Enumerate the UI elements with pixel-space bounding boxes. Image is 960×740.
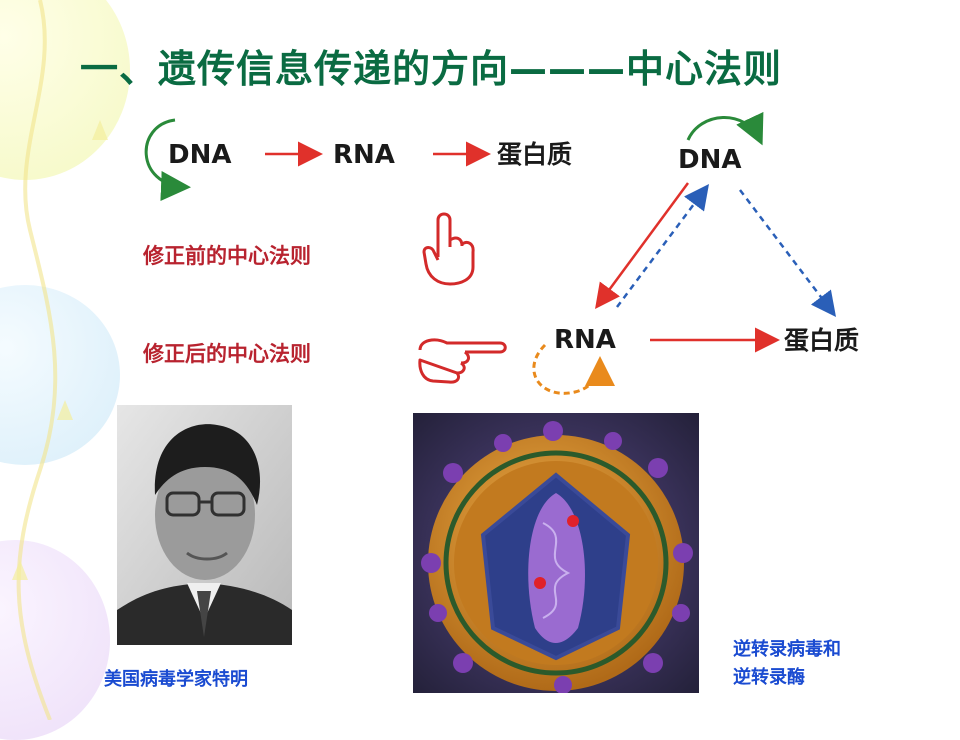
transcription-arrow [595,182,690,310]
scientist-caption: 美国病毒学家特明 [104,669,248,690]
dna-replication-loop-new [686,111,764,146]
retrovirus-illustration [413,413,699,693]
rna-replication-loop [532,343,615,395]
finger-point-icon [418,338,507,384]
dna-to-protein-arrow [739,189,837,317]
old-dna-label: DNA [168,140,231,170]
old-rna-label: RNA [333,140,395,170]
new-dogma-caption: 修正后的中心法则 [142,342,311,366]
slide-title: 一、遗传信息传递的方向———中心法则 [80,47,783,91]
new-dna-label: DNA [678,145,741,175]
new-protein-label: 蛋白质 [784,326,859,355]
retrovirus-caption-line2: 逆转录酶 [733,667,805,688]
retrovirus-caption-line1: 逆转录病毒和 [733,639,841,660]
dna-replication-loop-old [144,118,191,201]
retrovirus-caption: 逆转录病毒和 逆转录酶 [733,636,841,692]
new-rna-label: RNA [554,325,616,355]
reverse-transcription-arrow [615,183,709,308]
scientist-portrait [117,405,292,645]
central-dogma-diagram: DNA RNA 蛋白质 修正前的中心法则 修正后的中心法则 DNA RNA 蛋白… [142,111,859,395]
finger-up-icon [422,212,475,286]
old-dogma-caption: 修正前的中心法则 [142,244,311,268]
old-protein-label: 蛋白质 [497,140,572,169]
streamer-decoration [12,0,108,720]
